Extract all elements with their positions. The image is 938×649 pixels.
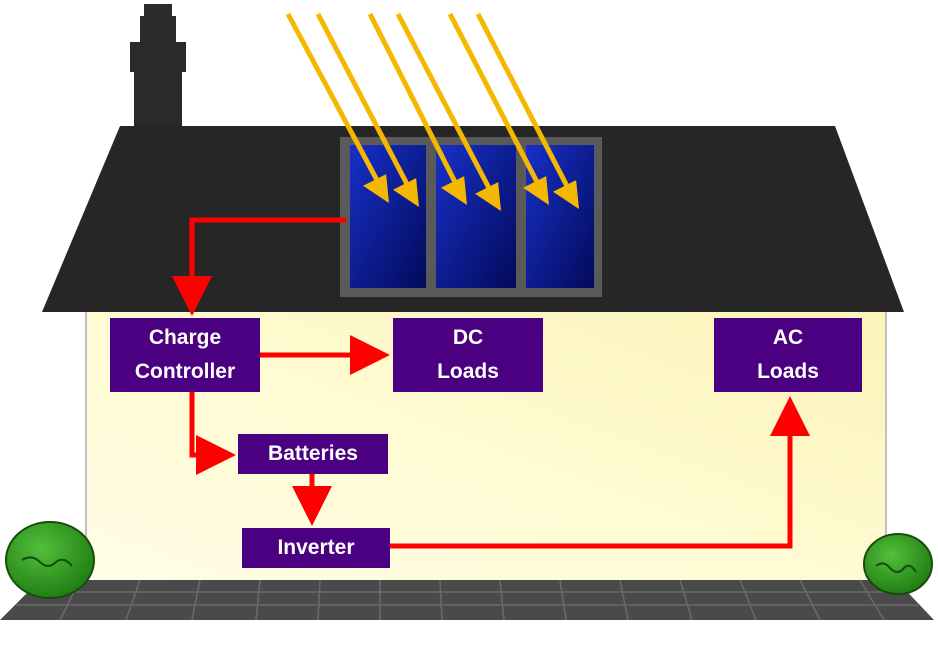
- sun-ray-icon: [475, 12, 580, 210]
- batteries-box: Batteries: [238, 434, 388, 474]
- inverter-box: Inverter: [242, 528, 390, 568]
- bush-icon: [5, 521, 95, 599]
- batteries-label: Batteries: [268, 442, 358, 465]
- sun-ray-icon: [285, 12, 390, 204]
- chimney-icon: [130, 4, 186, 128]
- charge-controller-box: Charge Controller: [110, 318, 260, 392]
- solar-panel-icon: [340, 137, 602, 297]
- ac-loads-box: AC Loads: [714, 318, 862, 392]
- sun-ray-icon: [315, 12, 420, 208]
- arrow-inverter-to-ac-loads: [390, 396, 810, 549]
- bush-icon: [863, 533, 933, 595]
- dc-loads-box: DC Loads: [393, 318, 543, 392]
- ac-loads-label-line2: Loads: [757, 360, 819, 383]
- flow-arrows: [172, 217, 810, 549]
- sun-ray-icon: [447, 12, 550, 206]
- charge-controller-label-line2: Controller: [134, 360, 236, 383]
- arrow-panel-to-charge-controller: [172, 217, 346, 316]
- ground: [0, 579, 934, 621]
- dc-loads-label-line2: Loads: [437, 360, 499, 383]
- inverter-label: Inverter: [277, 536, 355, 559]
- ac-loads-label-line1: AC: [772, 326, 804, 349]
- dc-loads-label-line1: DC: [452, 326, 484, 349]
- sun-ray-icon: [367, 12, 468, 206]
- arrow-charge-controller-to-batteries: [189, 392, 236, 475]
- charge-controller-label-line1: Charge: [148, 326, 222, 349]
- sun-rays: [285, 12, 580, 212]
- sun-ray-icon: [395, 12, 502, 212]
